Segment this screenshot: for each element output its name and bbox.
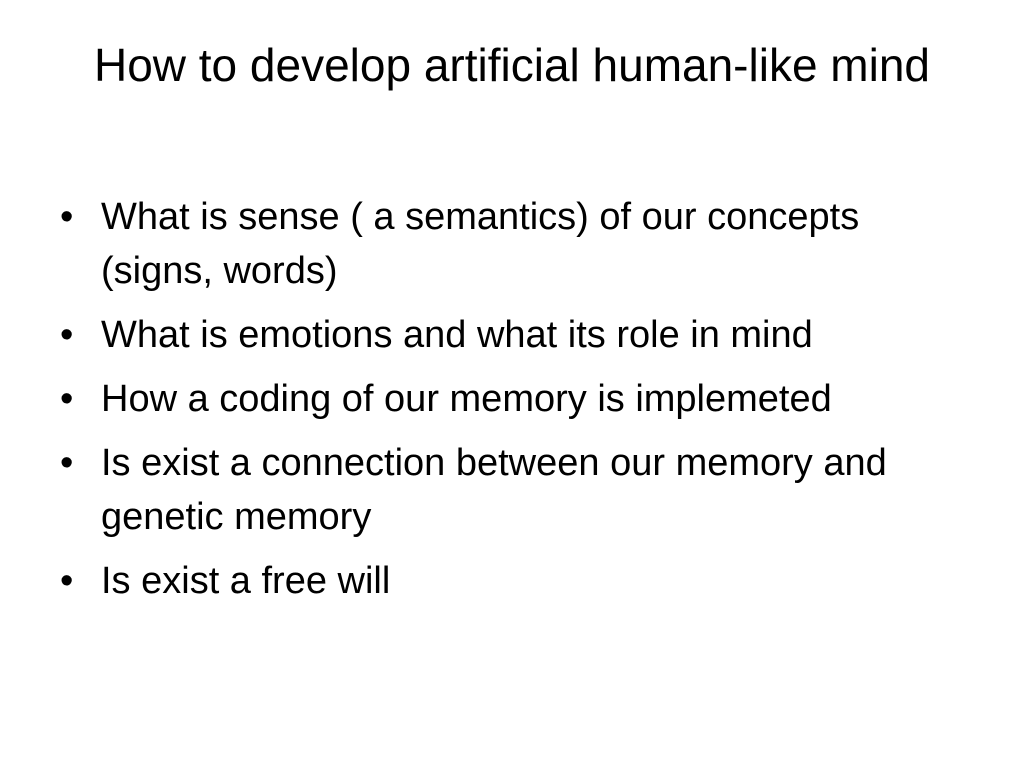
bullet-item-emotions: • What is emotions and what its role in … bbox=[60, 308, 980, 362]
bullet-icon: • bbox=[60, 560, 74, 602]
bullet-icon: • bbox=[60, 314, 74, 356]
bullet-icon: • bbox=[60, 196, 74, 238]
bullet-icon: • bbox=[60, 442, 74, 484]
bullet-list: • What is sense ( a semantics) of our co… bbox=[60, 190, 980, 618]
bullet-icon: • bbox=[60, 378, 74, 420]
bullet-text: How a coding of our memory is implemeted bbox=[101, 378, 832, 420]
bullet-item-free-will: • Is exist a free will bbox=[60, 554, 980, 608]
bullet-item-genetic-memory: • Is exist a connection between our memo… bbox=[60, 436, 980, 544]
bullet-text: Is exist a connection between our memory… bbox=[101, 442, 887, 538]
bullet-item-memory-coding: • How a coding of our memory is implemet… bbox=[60, 372, 980, 426]
bullet-text: Is exist a free will bbox=[101, 560, 391, 602]
bullet-text: What is sense ( a semantics) of our conc… bbox=[101, 196, 860, 292]
slide-title: How to develop artificial human-like min… bbox=[93, 39, 931, 91]
bullet-item-sense: • What is sense ( a semantics) of our co… bbox=[60, 190, 980, 298]
bullet-text: What is emotions and what its role in mi… bbox=[101, 314, 813, 356]
